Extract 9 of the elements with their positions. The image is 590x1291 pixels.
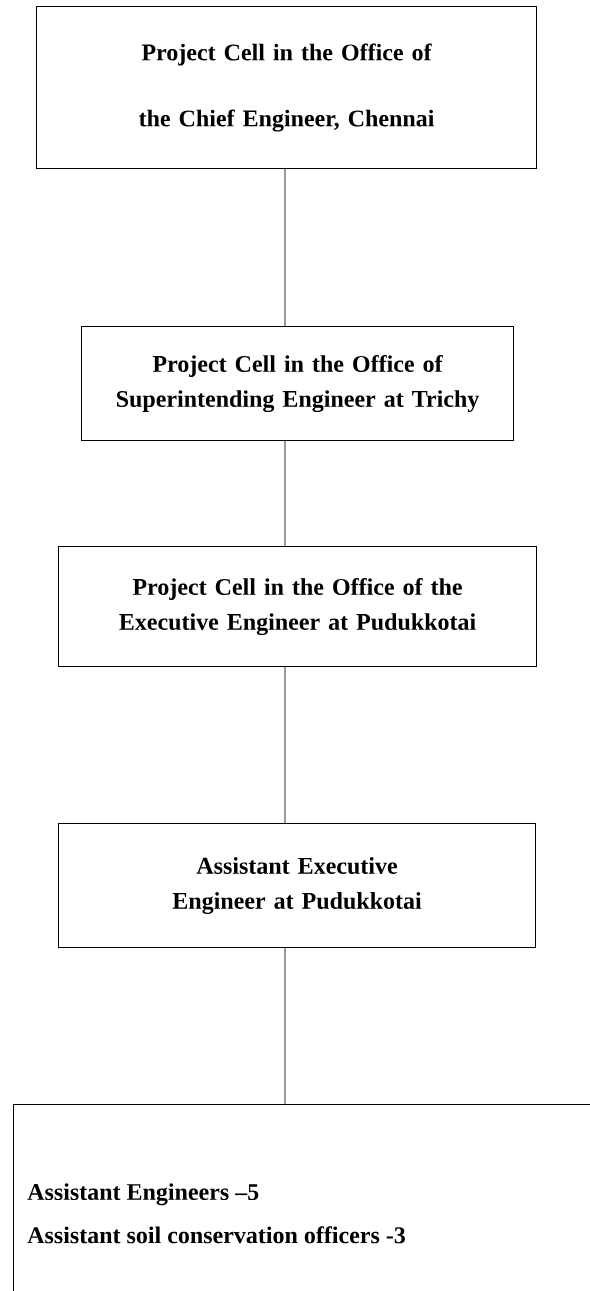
connector-line — [284, 440, 286, 547]
office-box: Project Cell in the Office of the Chief Engineer, Chennai — [36, 6, 537, 169]
group-box: Assistant Engineers –5 Assistant soil conservation officers -3 — [13, 1104, 590, 1291]
connector-line — [284, 947, 286, 1105]
connector-line — [284, 168, 286, 327]
connector-line — [284, 666, 286, 824]
office-box: Project Cell in the Office of the Executive Engineer at Pudukkotai — [58, 546, 537, 667]
office-box: Assistant Executive Engineer at Pudukkotai — [58, 823, 536, 948]
office-box: Project Cell in the Office of Superintending Engineer at Trichy — [81, 326, 514, 441]
